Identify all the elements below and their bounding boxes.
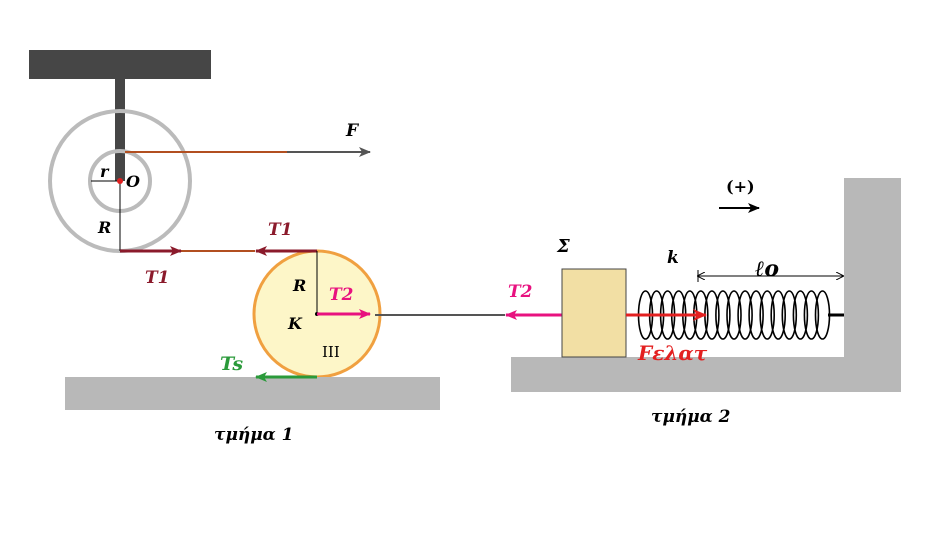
spring-coil [770, 290, 787, 340]
pulley-center-dot [117, 178, 123, 184]
ground-part2 [511, 357, 901, 392]
spring-coil [759, 290, 776, 340]
tension2-block-label: T2 [508, 282, 533, 302]
force-label: F [345, 121, 360, 141]
wall [844, 178, 901, 392]
support-rod [115, 79, 125, 181]
part2-caption: τμήμα 2 [651, 407, 731, 427]
block-sigma [561, 268, 627, 358]
spring-coil [781, 290, 798, 340]
tension2-cylinder-label: T2 [329, 285, 354, 305]
small-radius-label: r [100, 162, 110, 181]
spring-coil [737, 290, 753, 340]
spring-coil [726, 290, 742, 340]
spring-constant-label: k [667, 248, 679, 268]
center-label: O [126, 172, 140, 191]
block-label: Σ [556, 236, 570, 257]
tension1-lower-label: T1 [145, 268, 169, 288]
cylinder-center-label: K [287, 314, 303, 333]
friction-label: Ts [220, 353, 243, 375]
natural-length-label: ℓo [755, 256, 779, 282]
large-radius-label: R [97, 218, 111, 237]
ceiling [29, 50, 211, 79]
positive-direction-label: (+) [726, 177, 755, 196]
tension1-upper-label: T1 [268, 220, 292, 240]
spring-coil [715, 290, 731, 340]
spring-coil [814, 290, 831, 340]
ground-part1 [65, 377, 440, 410]
part1-caption: τμήμα 1 [214, 425, 294, 445]
spring-coil [803, 290, 820, 340]
spring-coil [792, 290, 809, 340]
spring-force-label: Fελατ [637, 341, 708, 365]
cylinder-roman-label: III [322, 343, 340, 361]
cylinder-radius-label: R [292, 276, 306, 295]
spring-coil [748, 290, 764, 340]
